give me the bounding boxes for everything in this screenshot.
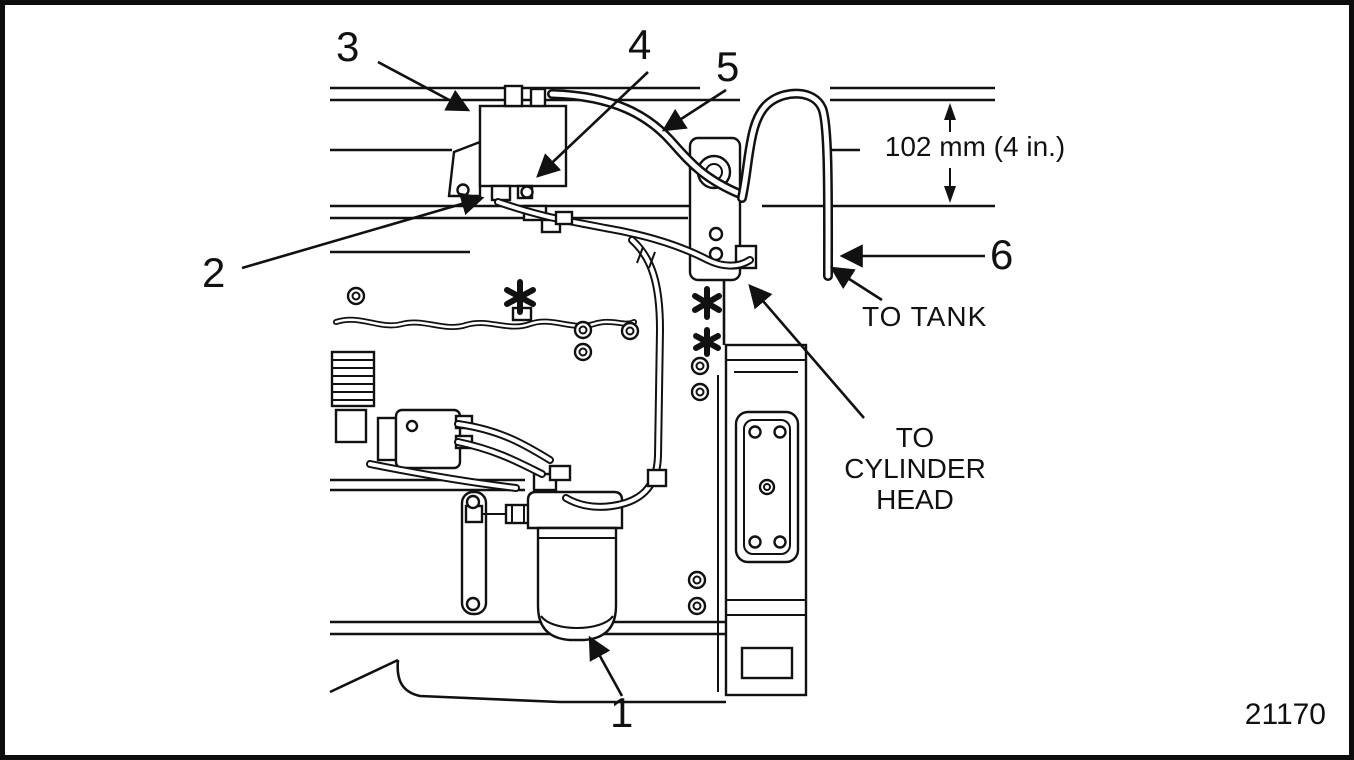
cylinder-head-block <box>717 343 808 697</box>
fuel-filter-assembly <box>464 464 624 642</box>
leader-arrow-3 <box>377 60 471 112</box>
leader-arrow-1 <box>588 635 624 697</box>
leader-arrow-5 <box>661 88 727 132</box>
dimension-arrows <box>838 103 995 207</box>
hose-clamps <box>504 279 722 357</box>
to-cylinder-head-label: TO CYLINDER HEAD <box>844 422 986 515</box>
dimension-label: 102 mm (4 in.) <box>860 131 1090 163</box>
hose-clamp-marks <box>636 246 656 269</box>
leader-arrow-to-tank <box>829 266 883 302</box>
to-tank-label: TO TANK <box>862 301 988 332</box>
callout-3: 3 <box>336 23 360 70</box>
leader-arrow-4 <box>536 71 649 178</box>
left-engine-components <box>330 350 474 470</box>
fuel-hoses <box>336 94 828 507</box>
callout-2: 2 <box>202 249 226 296</box>
leader-arrow-2 <box>241 192 485 270</box>
bolts <box>346 286 710 616</box>
callout-6: 6 <box>990 231 1014 278</box>
hose-fitting <box>554 210 574 226</box>
leader-arrow-to-cylinder-head <box>748 284 865 419</box>
figure-number: 21170 <box>1244 698 1326 731</box>
hose-fitting <box>646 468 668 488</box>
callout-5: 5 <box>716 43 740 90</box>
callout-leaders <box>241 60 985 697</box>
callout-1: 1 <box>610 689 634 736</box>
callout-4: 4 <box>628 21 652 68</box>
